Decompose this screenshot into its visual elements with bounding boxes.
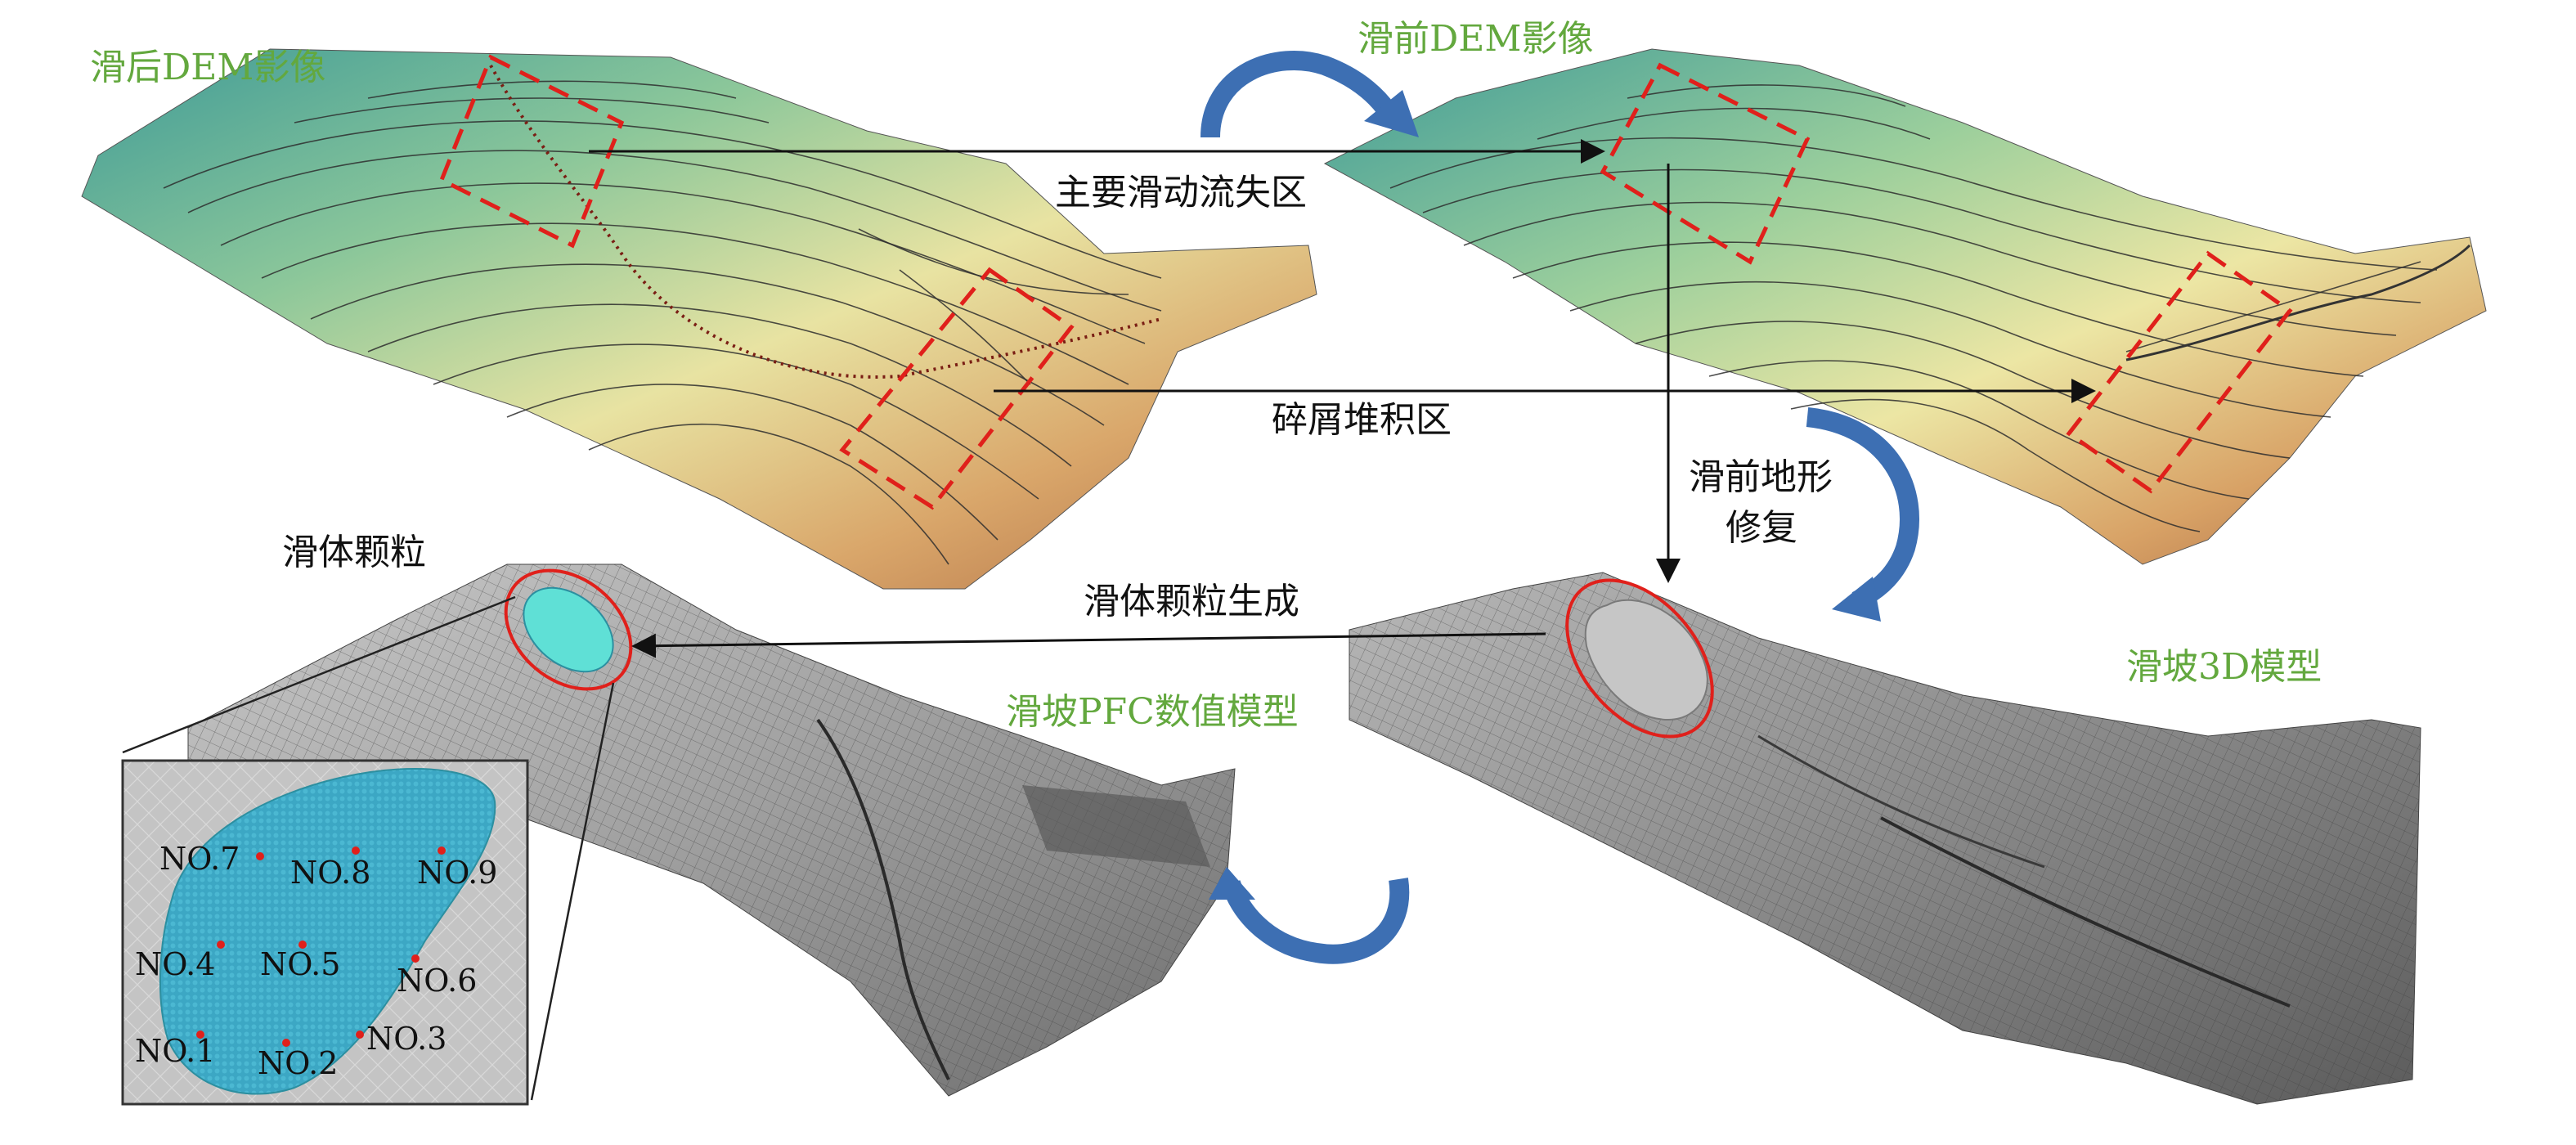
point-label-8: NO.8: [290, 855, 370, 891]
3d-model-slide-outline: [1565, 578, 1714, 739]
pre-dem-label: 滑前DEM影像: [1358, 18, 1593, 60]
monitoring-points-inset: NO.7 NO.8 NO.9 NO.4 NO.5 NO.6 NO.1 NO.2 …: [121, 759, 529, 1106]
blue-arrow-top: [1200, 51, 1419, 138]
monitoring-point-dot: [217, 941, 225, 949]
monitoring-point-dot: [438, 846, 446, 855]
pre-dem-channel: [2125, 244, 2471, 361]
blue-arrow-right: [1806, 407, 1919, 622]
monitoring-point-dot: [196, 1030, 204, 1039]
pfc-model-label: 滑坡PFC数值模型: [1006, 691, 1299, 733]
point-label-3: NO.3: [366, 1021, 447, 1057]
post-slide-dem-image: [81, 48, 1317, 590]
pfc-particle-outline: [504, 568, 633, 691]
zoom-leader-top: [122, 595, 516, 754]
slide-particles-label: 滑体颗粒: [282, 532, 426, 573]
zoom-leader-bottom: [530, 682, 615, 1101]
particle-generation-label: 滑体颗粒生成: [1084, 581, 1299, 622]
pfc-particle-cluster: [523, 586, 614, 673]
model-3d-label: 滑坡3D模型: [2126, 646, 2322, 688]
3d-model-slide-body: [1584, 599, 1708, 721]
post-dem-debris-zone-outline: [839, 267, 1075, 510]
monitoring-point-dot: [352, 846, 360, 855]
terrain-repair-label-line2: 修复: [1726, 507, 1797, 549]
point-label-2: NO.2: [258, 1045, 338, 1081]
monitoring-point-dots: [196, 846, 446, 1047]
blue-arrow-bottom: [1209, 867, 1410, 964]
particle-generation-arrow: [631, 632, 1546, 658]
monitoring-point-dot: [356, 1030, 364, 1039]
point-label-6: NO.6: [397, 963, 477, 999]
slope-3d-model: [1349, 572, 2421, 1105]
pre-dem-loss-zone-outline: [1600, 62, 1811, 265]
point-label-9: NO.9: [417, 855, 497, 891]
pfc-numerical-model: [187, 564, 1236, 1097]
debris-zone-label: 碎屑堆积区: [1272, 399, 1452, 441]
monitoring-point-dot: [256, 852, 264, 860]
point-label-7: NO.7: [159, 841, 240, 877]
post-dem-contours: [163, 80, 1162, 565]
post-dem-loss-zone-outline: [438, 54, 625, 249]
inset-particle-body: [159, 768, 496, 1095]
pre-dem-contours: [1389, 84, 2438, 532]
pre-slide-dem-image: [1323, 48, 2487, 565]
monitoring-point-labels: NO.7 NO.8 NO.9 NO.4 NO.5 NO.6 NO.1 NO.2 …: [135, 841, 497, 1081]
monitoring-point-dot: [411, 954, 420, 963]
loss-zone-label: 主要滑动流失区: [1055, 172, 1307, 213]
main-slide-path: [489, 65, 1162, 379]
monitoring-point-dot: [282, 1039, 290, 1047]
point-label-5: NO.5: [260, 946, 340, 982]
post-dem-label: 滑后DEM影像: [90, 47, 325, 88]
pre-dem-debris-zone-outline: [2066, 250, 2293, 494]
terrain-repair-label-line1: 滑前地形: [1689, 456, 1833, 498]
point-label-4: NO.4: [135, 946, 215, 982]
point-label-1: NO.1: [135, 1033, 215, 1069]
monitoring-point-dot: [298, 941, 307, 949]
